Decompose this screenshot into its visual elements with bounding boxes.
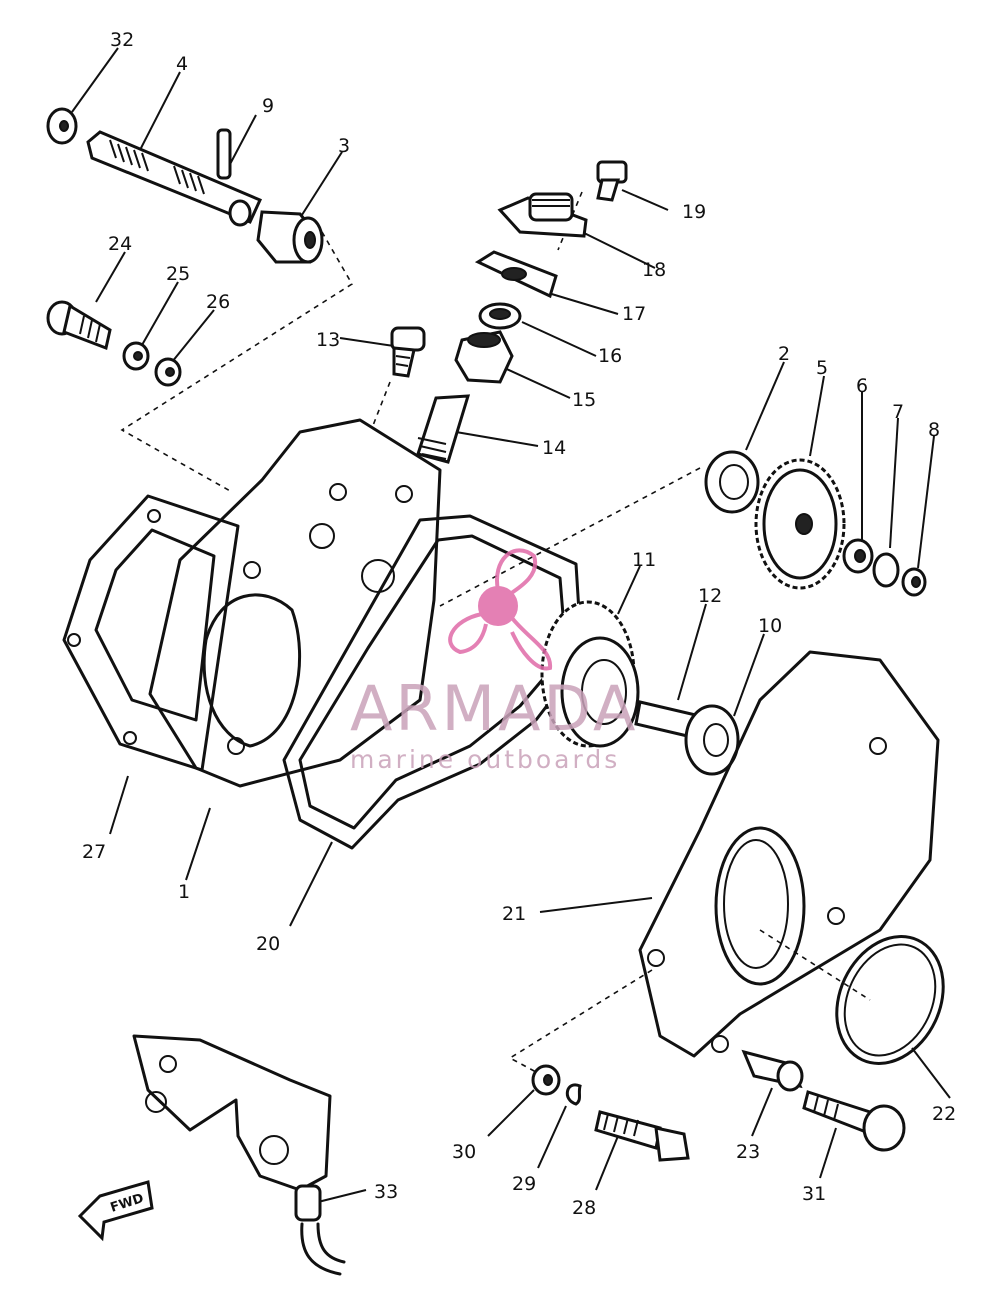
callout-29: 29 — [512, 1173, 536, 1195]
callout-25: 25 — [166, 263, 190, 285]
callout-11: 11 — [632, 549, 656, 571]
callout-28: 28 — [572, 1197, 596, 1219]
part-23-collar — [741, 1049, 804, 1092]
callout-3: 3 — [338, 135, 350, 157]
callout-32: 32 — [110, 29, 134, 51]
callout-13: 13 — [316, 329, 340, 351]
callout-18: 18 — [642, 259, 666, 281]
armada-logo-icon — [448, 548, 553, 671]
callout-30: 30 — [452, 1141, 476, 1163]
part-29-lockwasher — [565, 1083, 582, 1106]
callout-15: 15 — [572, 389, 596, 411]
part-33-bracket-fitting — [132, 1034, 346, 1276]
part-10-bearing — [684, 704, 740, 776]
part-32-washer — [46, 107, 78, 145]
part-9-pin — [216, 128, 232, 180]
callout-26: 26 — [206, 291, 230, 313]
part-27-gasket — [62, 494, 240, 772]
part-5-sprocket — [754, 458, 846, 590]
watermark: ARMADA marine outboards — [350, 548, 638, 774]
part-15-bushing — [454, 330, 514, 384]
callout-10: 10 — [758, 615, 782, 637]
callout-labels: 32 4 9 3 19 18 17 16 15 14 13 24 25 26 2… — [82, 29, 956, 1219]
part-26-washer — [154, 357, 182, 387]
part-4-shaft — [86, 130, 263, 227]
callout-19: 19 — [682, 201, 706, 223]
part-25-lockwasher — [122, 341, 150, 371]
part-7-washer — [872, 552, 900, 588]
fwd-arrow-icon: FWD — [77, 1180, 154, 1242]
part-30-washer — [531, 1064, 561, 1096]
part-13-screw — [390, 326, 426, 378]
callout-4: 4 — [176, 53, 188, 75]
part-3-bushing — [256, 210, 324, 264]
part-2-bearing — [704, 450, 760, 514]
callout-17: 17 — [622, 303, 646, 325]
callout-16: 16 — [598, 345, 622, 367]
callout-7: 7 — [892, 401, 904, 423]
watermark-tagline: marine outboards — [350, 745, 620, 774]
watermark-brand: ARMADA — [350, 672, 638, 745]
part-18-cap — [497, 192, 588, 238]
callout-14: 14 — [542, 437, 566, 459]
part-19-screw — [596, 160, 628, 202]
callout-9: 9 — [262, 95, 274, 117]
callout-33: 33 — [374, 1181, 398, 1203]
part-28-bolt — [594, 1110, 690, 1162]
part-22-o-ring — [835, 935, 945, 1065]
part-24-bolt — [46, 300, 112, 351]
callout-31: 31 — [802, 1183, 826, 1205]
part-21-cover — [638, 650, 940, 1058]
callout-5: 5 — [816, 357, 828, 379]
callout-8: 8 — [928, 419, 940, 441]
callout-2: 2 — [778, 343, 790, 365]
callout-21: 21 — [502, 903, 526, 925]
part-17-gasket — [474, 250, 558, 299]
callout-22: 22 — [932, 1103, 956, 1125]
part-11-drive-gear — [540, 600, 640, 748]
callout-1: 1 — [178, 881, 190, 903]
part-6-washer — [842, 538, 874, 574]
callout-24: 24 — [108, 233, 132, 255]
callout-23: 23 — [736, 1141, 760, 1163]
part-31-bolt — [802, 1090, 906, 1152]
callout-27: 27 — [82, 841, 106, 863]
leader-lines — [71, 47, 951, 1203]
part-16-seal — [478, 302, 522, 330]
part-20-gasket — [282, 514, 584, 850]
part-1-gear-housing — [148, 418, 442, 788]
callout-12: 12 — [698, 585, 722, 607]
callout-6: 6 — [856, 375, 868, 397]
part-8-nut — [901, 567, 927, 597]
callout-20: 20 — [256, 933, 280, 955]
part-14-driven-gear — [416, 394, 471, 464]
